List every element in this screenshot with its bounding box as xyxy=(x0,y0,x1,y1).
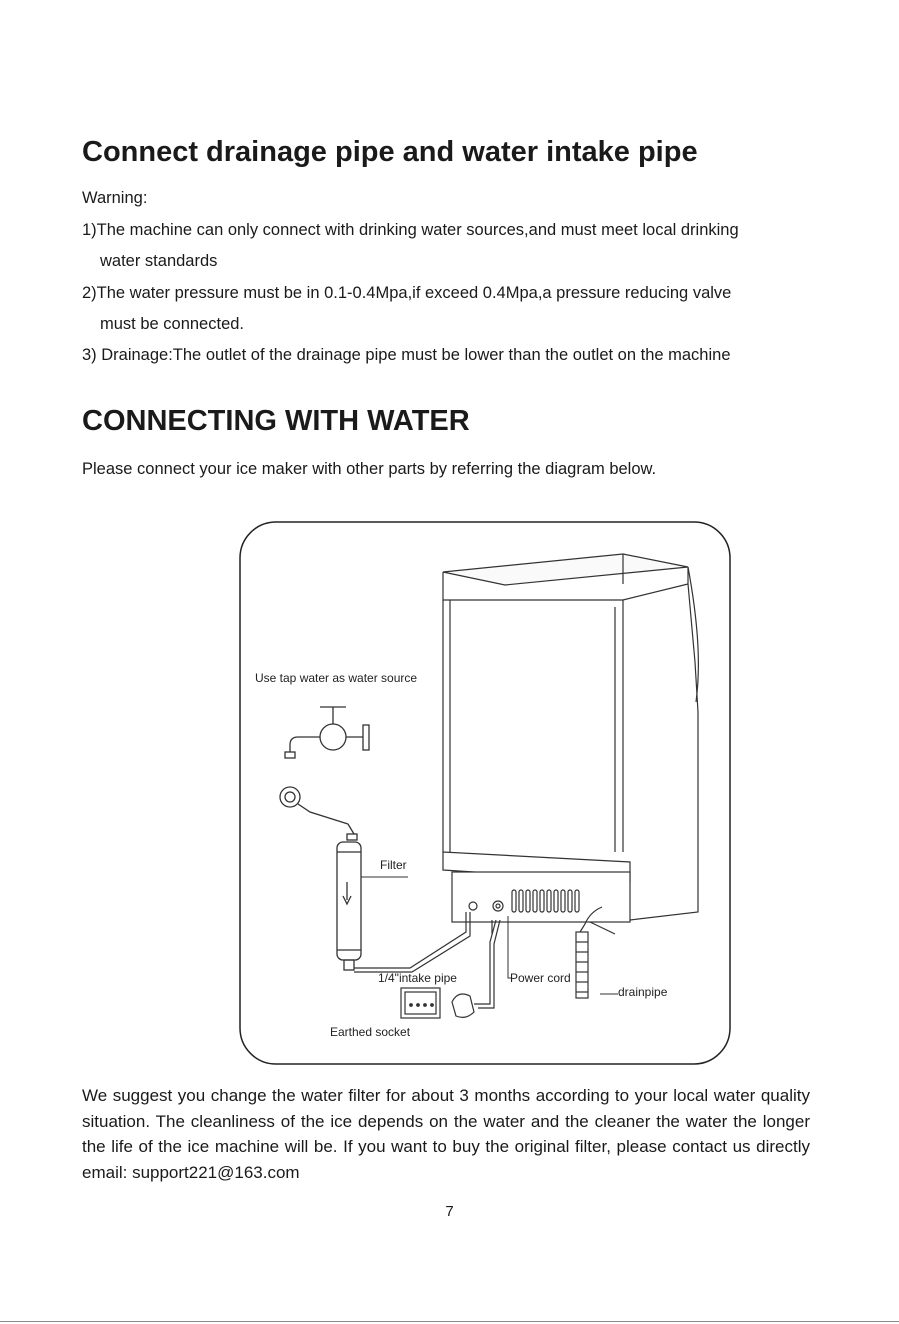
intake-pipe xyxy=(354,912,471,973)
ice-maker-illustration xyxy=(442,553,699,935)
connection-diagram: Use tap water as water source Filter 1/4… xyxy=(239,521,731,1065)
label-power-cord: Power cord xyxy=(510,971,571,985)
section-title: Connect drainage pipe and water intake p… xyxy=(82,136,698,168)
section-title-connecting: CONNECTING WITH WATER xyxy=(82,405,470,437)
warning-item-3: 3) Drainage:The outlet of the drainage p… xyxy=(82,346,731,364)
label-water-source: Use tap water as water source xyxy=(255,671,417,685)
label-intake-pipe: 1/4"intake pipe xyxy=(378,971,457,985)
warning-item-1: 1)The machine can only connect with drin… xyxy=(82,221,739,239)
label-filter: Filter xyxy=(380,858,407,872)
bottom-rule xyxy=(0,1321,899,1322)
drainpipe-icon xyxy=(575,906,603,999)
filter-icon xyxy=(279,786,362,971)
tap-icon xyxy=(284,706,370,759)
page-number: 7 xyxy=(445,1203,454,1220)
warning-item-1-cont: water standards xyxy=(100,252,218,270)
intro-text: Please connect your ice maker with other… xyxy=(82,460,657,478)
earthed-socket-icon xyxy=(400,987,441,1019)
diagram-frame xyxy=(239,521,731,1065)
label-earthed-socket: Earthed socket xyxy=(330,1025,411,1039)
warning-label: Warning: xyxy=(82,189,148,207)
filter-recommendation-paragraph: We suggest you change the water filter f… xyxy=(82,1086,810,1182)
warning-item-2: 2)The water pressure must be in 0.1-0.4M… xyxy=(82,284,732,302)
warning-item-2-cont: must be connected. xyxy=(100,315,245,333)
power-plug-icon xyxy=(451,919,501,1018)
label-drainpipe: drainpipe xyxy=(618,985,668,999)
